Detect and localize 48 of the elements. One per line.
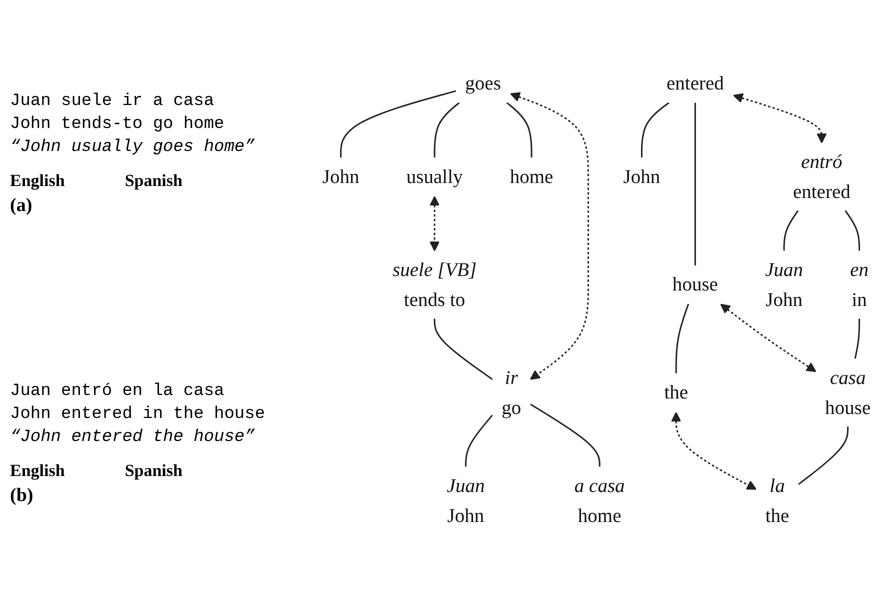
connector [675,304,690,374]
node-text: entered [666,72,724,94]
arrow [430,196,440,252]
column-heading: English [10,460,65,481]
node-text: the [664,382,688,404]
node-text: John [623,166,660,188]
example-sentence: Juan suele ir a casa [10,92,214,112]
connector [434,102,460,158]
column-heading: Spanish [124,460,182,481]
connector [530,404,600,467]
node-text: home [510,166,554,188]
node-text: suele [VB] tends to [392,259,477,310]
arrow [510,92,589,380]
connector [798,426,849,486]
connector [640,102,670,158]
node-text: Juan John [446,474,485,526]
node-text: usually [406,166,463,188]
column-heading: Spanish [124,171,182,192]
example-sentence: “John entered the house” [10,428,255,447]
example-sentence: Juan entró en la casa [10,382,224,401]
example-sentence: “John usually goes home” [10,138,255,158]
arrow [671,412,757,490]
example-sentence: John tends-to go home [10,115,224,134]
example-sentence: John entered in the house [10,404,266,424]
panel-label: (a) [10,195,32,218]
arrow [720,304,816,372]
node-text: goes [465,72,501,94]
connector [465,414,494,467]
node-text: casa house [825,366,871,418]
node-text: entró entered [792,151,850,202]
node-text: a casa home [574,474,625,526]
connector [506,102,532,158]
node-text: John [322,166,360,188]
connector [694,102,696,266]
node-text: house [672,274,718,296]
connector [340,90,456,158]
panel-label: (b) [10,484,34,507]
node-text: Juan John [765,259,804,310]
connector [434,318,493,380]
connector [854,318,860,360]
node-text: ir go [502,366,522,418]
node-text: en in [850,259,869,310]
column-heading: English [10,171,65,192]
arrow [733,93,827,144]
node-text: la the [765,474,790,526]
connector [844,210,860,251]
dependency-tree-diagram: goes John usually home suele [VB] tends to ir go Juan John a casa home entered John house the entró entered Juan John en in casa house la the [304,55,889,544]
connector [783,210,799,251]
